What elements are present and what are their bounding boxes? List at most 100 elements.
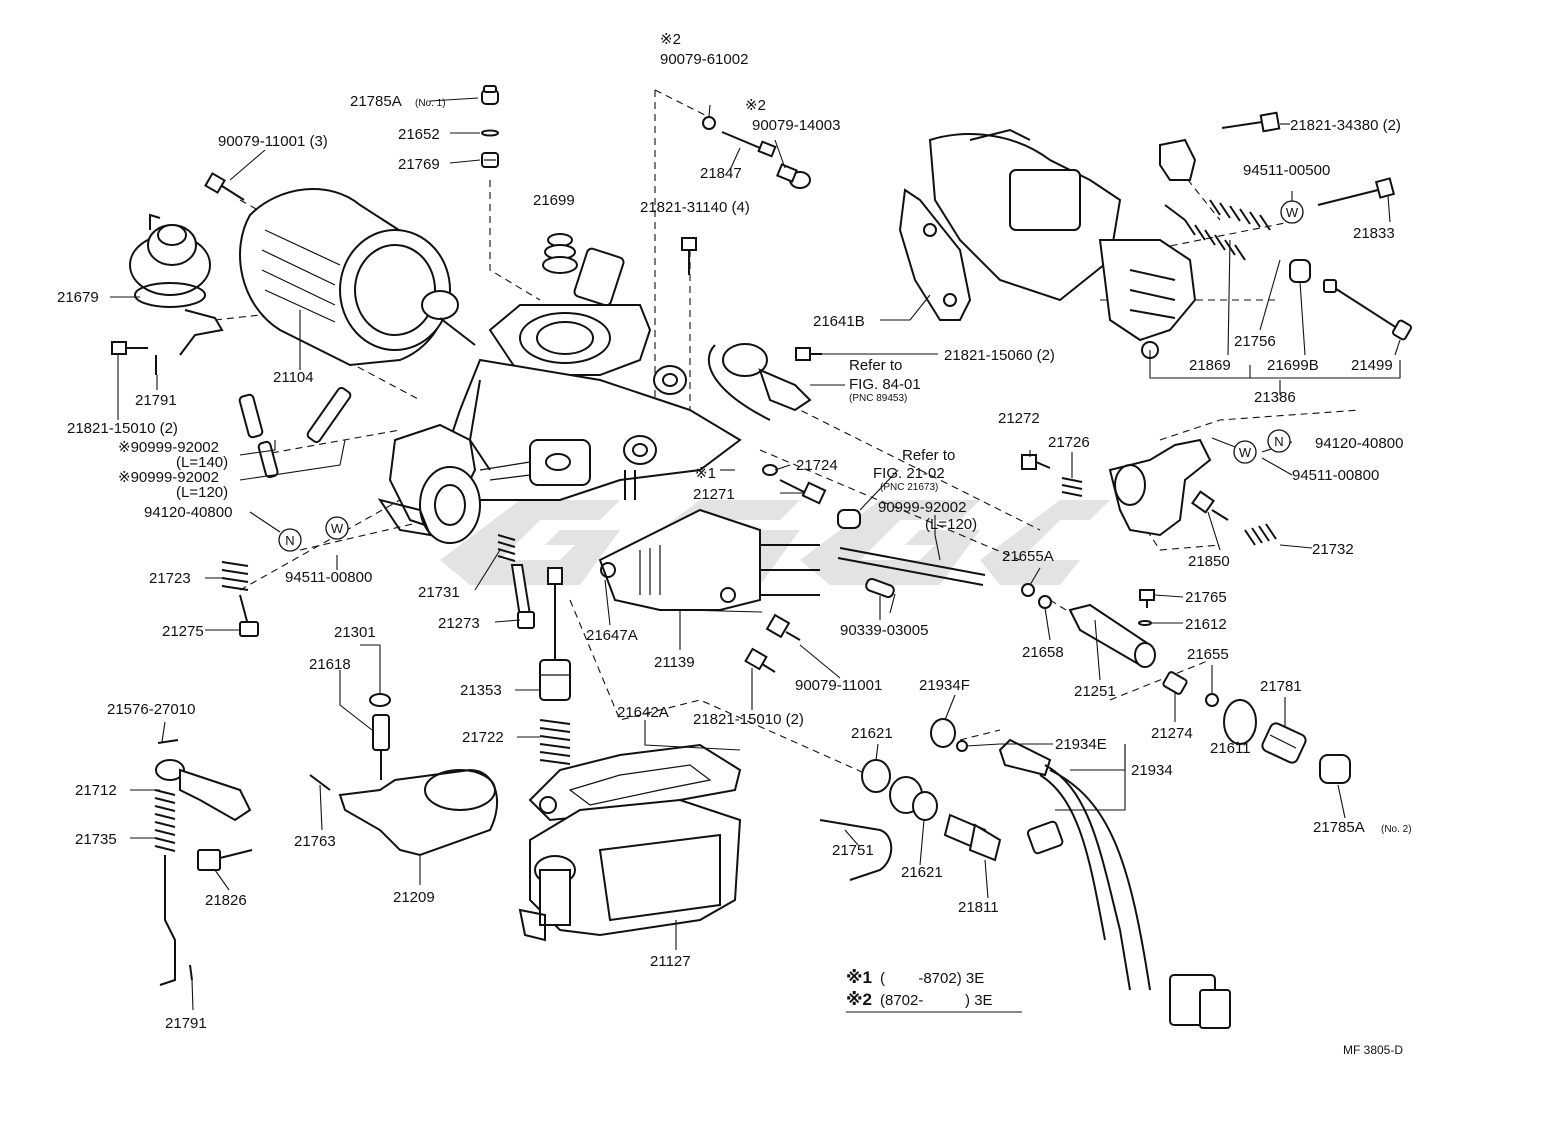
label-21722: 21722 (462, 729, 504, 746)
part-21785A-cap-2 (1319, 754, 1351, 784)
part-21821-15010-screw-a (111, 341, 148, 355)
part-90079-61002-oring (702, 116, 716, 130)
footnotes: ※1 ( -8702) 3E ※2 (8702- ) 3E (846, 968, 1022, 1013)
label-21723: 21723 (149, 570, 191, 587)
part-21821-15010-screw-b (744, 647, 776, 673)
label-21679: 21679 (57, 289, 99, 306)
label-21658: 21658 (1022, 644, 1064, 661)
part-bracket-tab (1159, 138, 1197, 181)
label-90079-11001: 90079-11001 (795, 677, 882, 694)
part-21723-spring (221, 561, 249, 591)
label-21821-15010-b: 21821-15010 (2) (693, 711, 804, 728)
label-21272: 21272 (998, 410, 1040, 427)
label-21811: 21811 (958, 899, 999, 916)
label-note-2a: ※2 (660, 31, 681, 48)
svg-text:N: N (1274, 434, 1283, 449)
label-21652: 21652 (398, 126, 440, 143)
label-90079-11001-3: 90079-11001 (3) (218, 133, 328, 150)
part-21273-needle (510, 564, 535, 629)
svg-text:W: W (1239, 445, 1252, 460)
label-90079-14003: 90079-14003 (752, 117, 840, 134)
label-21765: 21765 (1185, 589, 1227, 606)
part-21785A-cap-1 (481, 85, 499, 105)
label-21726: 21726 (1048, 434, 1090, 451)
part-21275-screw (239, 594, 259, 637)
label-21934F: 21934F (919, 677, 970, 694)
part-21353-piston (539, 567, 571, 701)
label-21791-a: 21791 (135, 392, 177, 409)
part-90339-03005-pin (865, 577, 895, 599)
label-21769: 21769 (398, 156, 440, 173)
part-21781-fitting (1261, 722, 1307, 764)
label-21139: 21139 (654, 654, 695, 671)
label-90999-92002-l140: ※90999-92002 (118, 439, 219, 456)
part-90079-11001-bolt (204, 172, 245, 201)
label-21791-b: 21791 (165, 1015, 207, 1032)
part-21934-oring (956, 740, 968, 752)
part-solenoid-fig84 (707, 343, 812, 421)
marker-w-left: W (325, 516, 349, 540)
label-l140: (L=140) (176, 454, 228, 471)
label-21642A: 21642A (617, 704, 669, 721)
part-90079-14003-screw (776, 163, 811, 189)
label-90999-92002-l120: ※90999-92002 (118, 469, 219, 486)
label-21699: 21699 (533, 192, 575, 209)
part-21731-spring (497, 534, 516, 562)
label-90079-61002: 90079-61002 (660, 51, 748, 68)
label-refer-fig21-b: FIG. 21-02 (873, 465, 945, 482)
label-94511-00800-a: 94511-00800 (285, 569, 372, 586)
part-21655-oring (1205, 693, 1219, 707)
footnote-1-text: ( -8702) 3E (880, 970, 984, 987)
part-21209-float (338, 768, 499, 857)
part-21934E-sensor (998, 738, 1151, 991)
part-21751-pipe (819, 819, 893, 881)
part-springs-21869 (1164, 199, 1271, 261)
marker-n-right: N (1267, 429, 1291, 453)
marker-n-left: N (278, 528, 302, 552)
label-refer-fig84-b: FIG. 84-01 (849, 376, 921, 393)
part-21934-connector (1169, 974, 1231, 1029)
label-94120-40800-b: 94120-40800 (1315, 435, 1403, 452)
label-21712: 21712 (75, 782, 117, 799)
part-21826-bolt (197, 849, 253, 871)
part-21821-15060-screw (795, 347, 822, 361)
part-21732-spring (1244, 523, 1277, 546)
label-21274: 21274 (1151, 725, 1193, 742)
label-21275: 21275 (162, 623, 204, 640)
label-refer-fig84-a: Refer to (849, 357, 902, 374)
footnote-2-text: (8702- ) 3E (880, 992, 993, 1009)
label-21869: 21869 (1189, 357, 1231, 374)
part-21612-clip (1138, 620, 1152, 626)
label-21756: 21756 (1234, 333, 1276, 350)
label-21127: 21127 (650, 953, 691, 970)
part-21934F-gasket (930, 718, 956, 748)
label-21785A-no1-sub: (No. 1) (415, 98, 446, 109)
label-refer-fig21-c: (PNC 21673) (880, 482, 938, 493)
label-21251: 21251 (1074, 683, 1116, 700)
label-21386: 21386 (1254, 389, 1296, 406)
label-21655A: 21655A (1002, 548, 1054, 565)
part-21647A-plate (598, 508, 820, 611)
part-21712-lever (155, 759, 252, 822)
part-throttle-lever-right (1108, 438, 1212, 537)
label-94511-00800-b: 94511-00800 (1292, 467, 1379, 484)
part-21301-oring (369, 693, 391, 707)
label-refer-fig21-a: Refer to (902, 447, 955, 464)
part-21699-boot (542, 233, 625, 307)
part-21934-clamp (1026, 820, 1064, 855)
label-21699B: 21699B (1267, 357, 1319, 374)
part-21127-float-bowl (518, 798, 742, 942)
label-21499: 21499 (1351, 357, 1393, 374)
label-21301: 21301 (334, 624, 376, 641)
label-21847: 21847 (700, 165, 742, 182)
part-21821-34380-bolt (1221, 111, 1281, 133)
part-labels: 21785A (No. 1) 21652 21769 ※2 90079-6100… (57, 31, 1412, 1057)
watermark (440, 500, 1110, 585)
label-21826: 21826 (205, 892, 247, 909)
part-21679-diaphragm (129, 213, 224, 356)
svg-text:N: N (285, 533, 294, 548)
label-21732: 21732 (1312, 541, 1354, 558)
label-note-2b: ※2 (745, 97, 766, 114)
label-21821-15060: 21821-15060 (2) (944, 347, 1055, 364)
